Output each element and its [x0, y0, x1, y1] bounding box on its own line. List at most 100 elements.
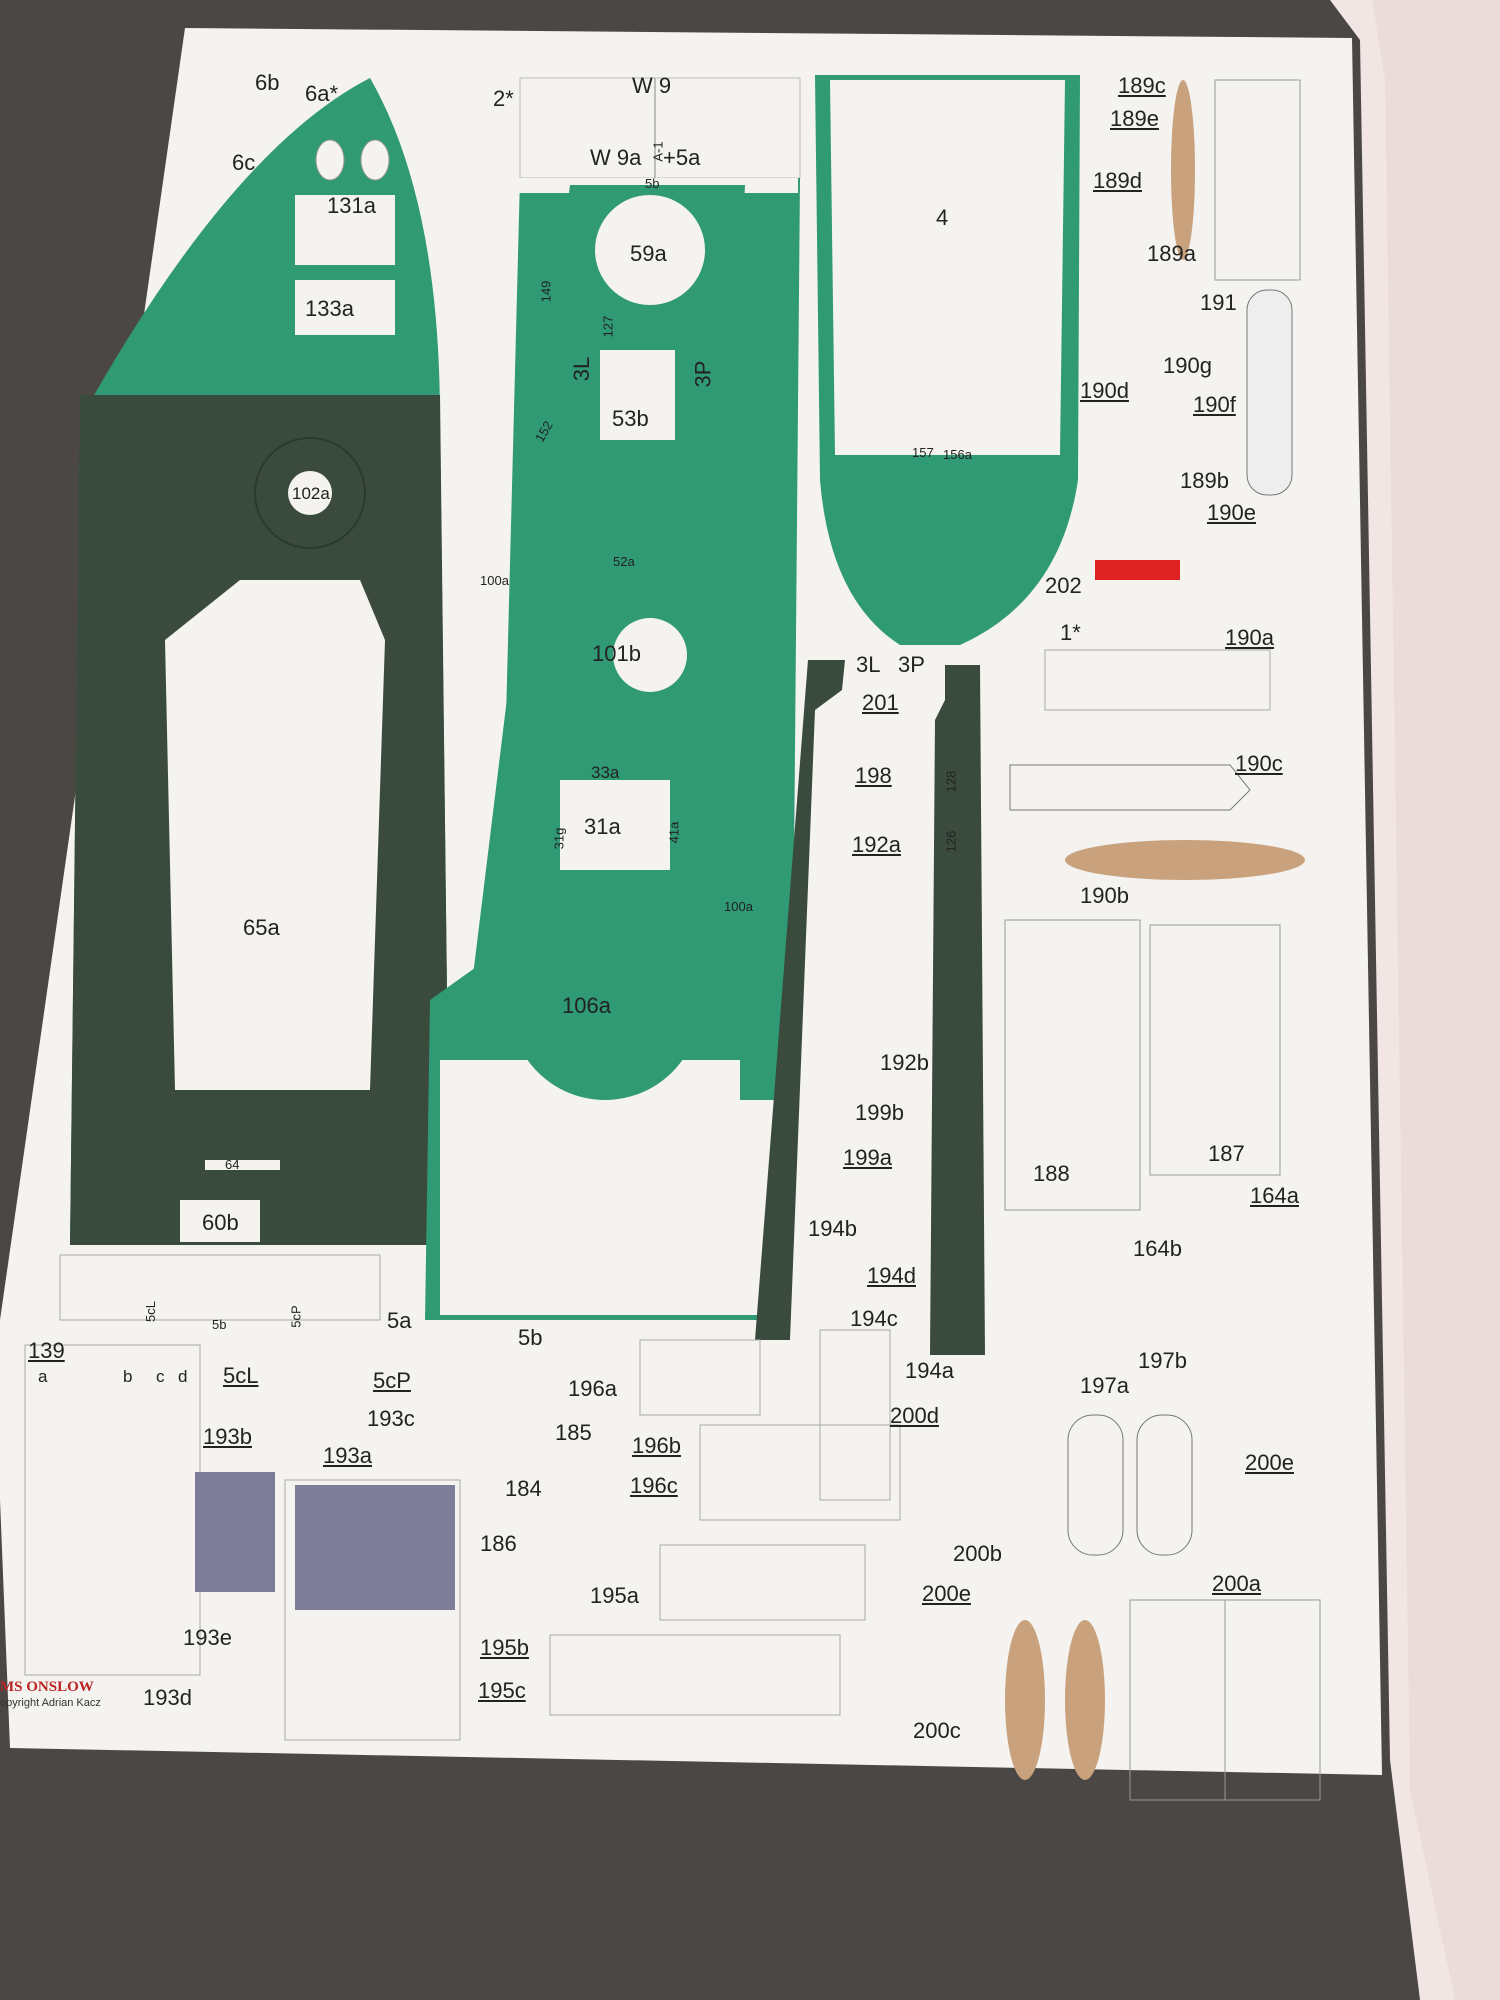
part-label: 200c	[913, 1718, 961, 1743]
part-label: 3L	[569, 356, 595, 382]
part-label: 190d	[1080, 378, 1129, 403]
sheet-title: MS ONSLOW	[0, 1679, 94, 1695]
boats-and-fittings	[1004, 79, 1321, 1801]
part-label: 59a	[630, 241, 667, 266]
part-label: 52a	[613, 554, 635, 569]
part-label: 133a	[305, 296, 354, 321]
part-label: 197a	[1080, 1373, 1129, 1398]
part-label: 200d	[890, 1403, 939, 1428]
part-label: 190f	[1193, 392, 1236, 417]
part-label: 5cL	[142, 1301, 158, 1322]
part-label: 3P	[898, 652, 925, 677]
deck-part-middle	[425, 77, 801, 1320]
part-label: 188	[1033, 1161, 1070, 1186]
part-label: 193d	[143, 1685, 192, 1710]
part-label: 193e	[183, 1625, 232, 1650]
part-label: W 9	[632, 73, 672, 98]
part-label: 197b	[1138, 1348, 1187, 1373]
part-label: a	[38, 1367, 48, 1386]
part-label: 149	[538, 280, 554, 303]
part-label: 195b	[480, 1635, 529, 1660]
part-label: 5cP	[288, 1305, 304, 1328]
part-label: 5b	[518, 1325, 543, 1350]
part-label: 196b	[632, 1433, 681, 1458]
part-label: 195c	[478, 1678, 526, 1703]
part-label: 194c	[850, 1306, 898, 1331]
part-label: 196a	[568, 1376, 617, 1401]
part-label: 64	[225, 1157, 240, 1172]
part-label: 5b	[645, 176, 660, 191]
part-label: 190b	[1080, 883, 1129, 908]
part-label: 189a	[1147, 241, 1196, 266]
part-label: 194d	[867, 1263, 916, 1288]
part-label: 33a	[591, 763, 620, 782]
part-label: 200a	[1212, 1571, 1261, 1596]
part-label: 190a	[1225, 625, 1274, 650]
part-label: 157	[912, 445, 934, 460]
part-label: b	[123, 1367, 133, 1386]
deck-part-2	[70, 78, 450, 1245]
part-label: 201	[862, 690, 899, 715]
part-label: 200e	[1245, 1450, 1294, 1475]
part-label: 186	[480, 1531, 517, 1556]
part-label: 102a	[292, 484, 330, 503]
part-label: 185	[555, 1420, 592, 1445]
part-label: 101b	[592, 641, 641, 666]
part-label: 194b	[808, 1216, 857, 1241]
part-label: 193c	[367, 1406, 415, 1431]
part-label: +5a	[663, 145, 701, 170]
part-label: 189c	[1118, 73, 1166, 98]
copyright-text: opyright Adrian Kacz	[0, 1697, 101, 1709]
part-label: 199a	[843, 1145, 892, 1170]
part-label: 189b	[1180, 468, 1229, 493]
part-label: 189e	[1110, 106, 1159, 131]
part-label: 194a	[905, 1358, 954, 1383]
part-label: 41a	[666, 821, 682, 844]
part-label: 5a	[387, 1308, 412, 1333]
part-label: 192b	[880, 1050, 929, 1075]
part-label: 3L	[856, 652, 881, 677]
part-label: 193b	[203, 1424, 252, 1449]
part-label: 200e	[922, 1581, 971, 1606]
part-label: 2*	[493, 86, 514, 111]
part-label: 65a	[243, 915, 280, 940]
part-label: 200b	[953, 1541, 1002, 1566]
part-label: 31a	[584, 814, 621, 839]
lower-parts	[24, 1254, 901, 1741]
part-label: W 9a	[590, 145, 642, 170]
part-label: 5cP	[373, 1368, 411, 1393]
part-label: 4	[936, 205, 949, 230]
part-label: 164a	[1250, 1183, 1299, 1208]
part-label: 6a*	[305, 81, 339, 106]
part-label: 198	[855, 763, 892, 788]
part-label: 5b	[212, 1317, 227, 1332]
part-label: 5cL	[223, 1363, 259, 1388]
part-label: c	[156, 1367, 165, 1386]
part-label: 139	[28, 1338, 65, 1363]
part-label: 100a	[724, 899, 753, 914]
part-label: 190e	[1207, 500, 1256, 525]
part-label: 191	[1200, 290, 1237, 315]
part-label: 196c	[630, 1473, 678, 1498]
part-label: 156a	[943, 447, 972, 462]
side-strips	[755, 660, 985, 1355]
part-label: 100a	[480, 573, 509, 588]
part-label: 106a	[562, 993, 611, 1018]
part-label: d	[178, 1367, 188, 1386]
part-label: 195a	[590, 1583, 639, 1608]
part-label: 31g	[551, 827, 567, 850]
part-label: 187	[1208, 1141, 1245, 1166]
part-label: 53b	[612, 406, 649, 431]
hull-bow-part-4	[815, 75, 1080, 645]
part-label: 164b	[1133, 1236, 1182, 1261]
part-label: 189d	[1093, 168, 1142, 193]
part-label: 60b	[202, 1210, 239, 1235]
part-label: 6c	[232, 150, 256, 175]
part-label: 127	[600, 315, 616, 338]
part-label: 190c	[1235, 751, 1283, 776]
part-label: 128	[943, 770, 959, 793]
part-label: 131a	[327, 193, 376, 218]
part-label: 193a	[323, 1443, 372, 1468]
